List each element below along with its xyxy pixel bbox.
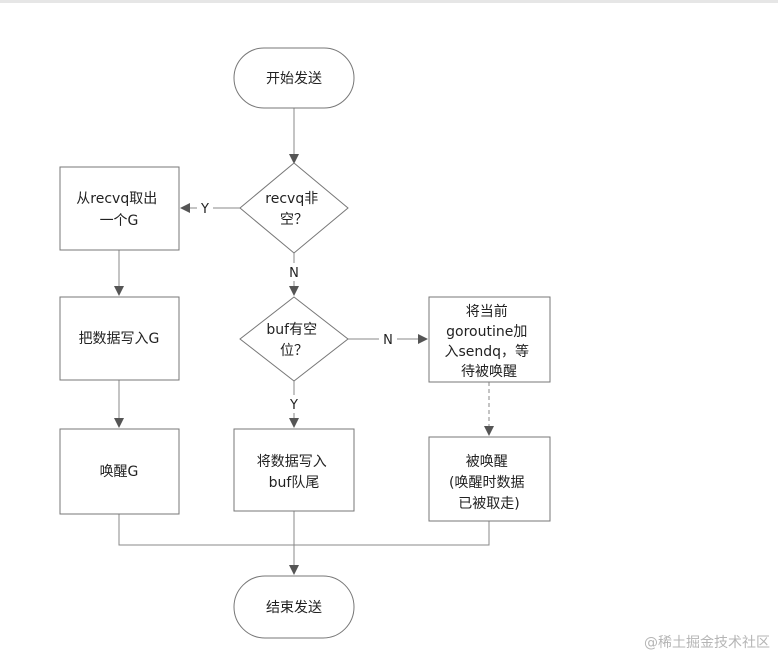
watermark-text: @稀土掘金技术社区 <box>644 635 770 651</box>
label-recvq-no: N <box>289 266 299 281</box>
buf-decision <box>239 296 349 382</box>
write-g-label: 把数据写入G <box>79 331 160 347</box>
label-buf-yes: Y <box>289 398 298 413</box>
write-buf-label: 将数据写入 buf队尾 <box>257 454 331 491</box>
buf-decision-label: buf有空 位？ <box>266 322 321 359</box>
start-label: 开始发送 <box>266 71 322 87</box>
take-g-label: 从recvq取出 一个G <box>76 191 161 229</box>
end-terminal <box>233 575 355 639</box>
enqueue-sendq-label: 将当前 goroutine加 入sendq，等 待被唤醒 <box>444 303 533 380</box>
awakened-box <box>428 436 551 522</box>
wake-g-box <box>59 428 180 515</box>
label-buf-no: N <box>383 333 393 348</box>
top-border <box>0 0 778 3</box>
wake-g-label: 唤醒G <box>100 463 139 480</box>
end-label: 结束发送 <box>266 600 322 616</box>
recvq-decision <box>239 162 349 254</box>
label-recvq-yes: Y <box>200 202 209 217</box>
write-buf-box <box>233 428 355 512</box>
edge-awakened-to-merge <box>294 521 490 546</box>
edge-wake-g-to-merge <box>118 514 294 546</box>
enqueue-sendq-box <box>428 296 551 383</box>
recvq-decision-label: recvq非 空？ <box>265 191 322 228</box>
write-g-box <box>59 296 180 381</box>
awakened-label: 被唤醒 (唤醒时数据 已被取走) <box>449 453 529 512</box>
start-terminal <box>233 47 355 109</box>
take-g-box <box>59 166 180 251</box>
